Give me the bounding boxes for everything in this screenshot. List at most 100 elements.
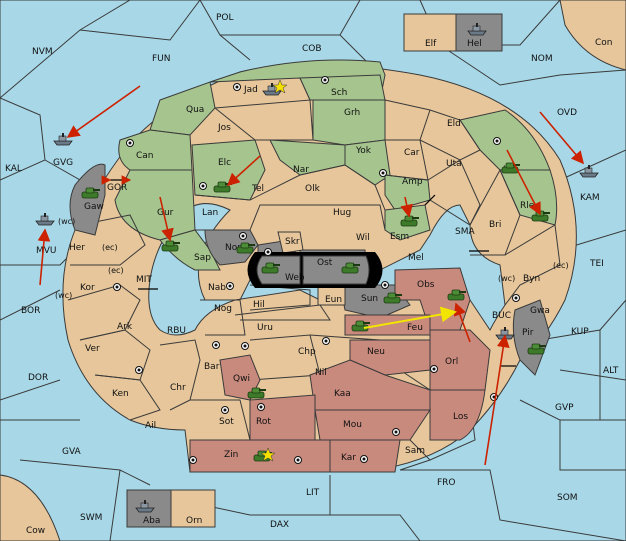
label-Eld: Eld [447,119,461,129]
supply-center-icon [512,294,520,302]
label-MIT: MIT [136,275,152,285]
order-arrow [66,85,141,138]
label-Jad: Jad [243,85,258,95]
label-Car: Car [404,148,420,158]
label-Zin: Zin [224,450,238,460]
label-Mou: Mou [343,420,362,430]
supply-center-icon [322,337,330,345]
label-GOR: GOR [107,183,127,193]
label-Ken: Ken [112,389,129,399]
province-Grh [312,99,386,146]
label-Mel: Mel [408,253,424,263]
label-Cow: Cow [26,526,45,536]
units [35,22,599,513]
double-arrow-icon [424,194,436,206]
label-GVP: GVP [555,403,574,413]
label-FRO: FRO [437,478,456,488]
label-Bri: Bri [489,220,501,230]
label-Obs: Obs [417,280,435,290]
label-KAL: KAL [5,164,22,174]
label-Sam: Sam [405,446,425,456]
label-NVM: NVM [32,47,53,57]
supply-center-icon [239,232,247,240]
label-Uta: Uta [446,159,462,169]
label-Ail: Ail [145,421,156,431]
order-arrow [226,155,261,187]
label-Chr: Chr [170,383,186,393]
label-Jos: Jos [217,123,231,133]
order-arrow [506,149,541,216]
label-Nog: Nog [214,304,232,314]
label-Nor: Nor [225,243,241,253]
label-Wil: Wil [356,233,370,243]
label-Elc: Elc [218,158,231,168]
supply-centers [113,76,520,464]
province-Elc [191,139,266,201]
province-Elf [403,13,457,52]
province-Mou [314,409,431,441]
label-coast-wc-Her: (wc) [58,217,75,226]
supply-center-icon [233,83,241,91]
supply-center-icon [493,137,501,145]
label-Tel: Tel [251,184,264,194]
label-Hug: Hug [333,208,351,218]
label-KUP: KUP [571,327,589,337]
label-Pir: Pir [522,328,534,338]
province-Pir [512,299,551,376]
label-TEI: TEI [589,259,604,269]
label-Rot: Rot [256,417,271,427]
label-coast-ec-Her: (ec) [102,243,118,252]
label-coast-wc-Byn: (wc) [498,274,515,283]
land-labels: Jad Sch Qua Jos Grh Eld Can Yok Car Uta … [55,85,569,463]
label-Qua: Qua [186,105,204,115]
province-Los [429,389,486,441]
label-Orn: Orn [186,516,202,526]
supply-center-icon [257,403,265,411]
supply-center-icon [321,76,329,84]
supply-center-icon [221,406,229,414]
label-Sun: Sun [361,294,378,304]
label-Rle: Rle [520,201,535,211]
label-Amp: Amp [402,177,423,187]
label-Nil: Nil [315,368,327,378]
label-Lan: Lan [202,208,218,218]
label-OVD: OVD [557,108,577,118]
label-SOM: SOM [557,493,578,503]
label-Esm: Esm [390,232,409,242]
supply-center-icon [226,282,234,290]
label-Sot: Sot [219,417,234,427]
label-Gwa: Gwa [530,306,550,316]
province-Orl [429,329,491,391]
supply-center-icon [135,366,143,374]
label-NOM: NOM [531,54,553,64]
label-Orl: Orl [445,357,458,367]
label-POL: POL [216,13,234,23]
label-Her: Her [69,243,85,253]
label-DAX: DAX [270,520,289,530]
province-Qua [149,81,216,136]
label-Neu: Neu [367,347,385,357]
label-Kaa: Kaa [334,389,351,399]
label-Yok: Yok [355,146,372,156]
label-SMA: SMA [455,227,475,237]
supply-center-icon [430,365,438,373]
order-arrow [37,228,51,286]
supply-center-icon [189,456,197,464]
label-GVA: GVA [62,447,82,457]
province-Skr [277,231,304,254]
label-GVG: GVG [53,158,73,168]
star-icon [260,447,276,462]
label-DOR: DOR [28,373,48,383]
label-Sap: Sap [194,253,211,263]
label-Aba: Aba [143,516,160,526]
orders [37,85,585,466]
label-Bar: Bar [204,362,220,372]
supply-center-icon [212,341,220,349]
label-coast-ec-Byn: (ec) [553,261,569,270]
label-FUN: FUN [152,54,171,64]
label-Con: Con [595,38,613,48]
supply-center-icon [199,182,207,190]
province-Gaw [69,163,106,236]
